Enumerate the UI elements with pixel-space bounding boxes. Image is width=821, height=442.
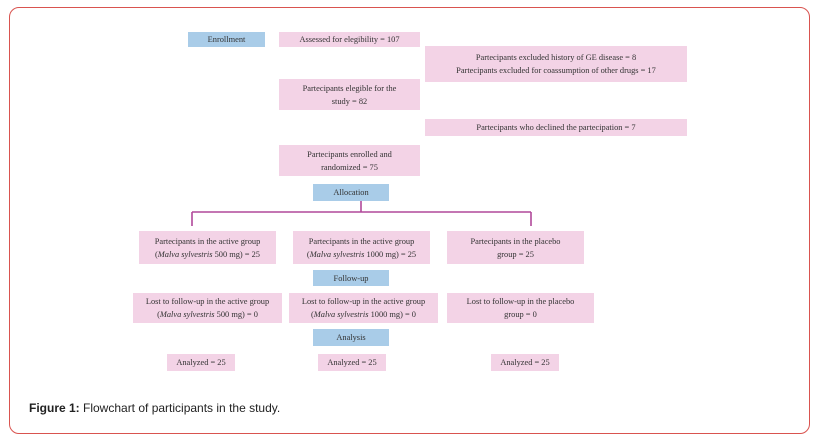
- species-name: Malva sylvestris: [157, 249, 213, 259]
- group-active-1000-line1: Partecipants in the active group: [308, 236, 415, 246]
- declined-box: Partecipants who declined the partecipat…: [425, 119, 687, 136]
- species-name: Malva sylvestris: [159, 310, 215, 319]
- eligible-line1: Partecipants elegible for the: [302, 83, 397, 93]
- lost-active-500-line1: Lost to follow-up in the active group: [145, 297, 270, 306]
- enrolled-box: Partecipants enrolled and randomized = 7…: [279, 145, 420, 176]
- group-active-1000-line2: (Malva sylvestris 1000 mg) = 25: [306, 249, 417, 259]
- exclusion-box: Partecipants excluded history of GE dise…: [425, 46, 687, 82]
- lost-placebo-line1: Lost to follow-up in the placebo: [466, 297, 575, 306]
- species-name: Malva sylvestris: [313, 310, 369, 319]
- figure-caption: Figure 1: Flowchart of participants in t…: [29, 401, 280, 415]
- group-placebo-line1: Partecipants in the placebo: [470, 236, 561, 246]
- lost-placebo-box: Lost to follow-up in the placebo group =…: [447, 293, 594, 323]
- eligible-line2: study = 82: [331, 96, 368, 106]
- lost-active-1000-line1: Lost to follow-up in the active group: [301, 297, 426, 306]
- allocation-label: Allocation: [313, 184, 389, 201]
- group-placebo-box: Partecipants in the placebo group = 25: [447, 231, 584, 264]
- enrolled-line1: Partecipants enrolled and: [307, 149, 392, 159]
- analysis-label: Analysis: [313, 329, 389, 346]
- caption-text: Flowchart of participants in the study.: [79, 401, 281, 415]
- group-active-500-box: Partecipants in the active group (Malva …: [139, 231, 276, 264]
- lost-placebo-line2: group = 0: [504, 310, 537, 319]
- lost-active-500-box: Lost to follow-up in the active group (M…: [133, 293, 282, 323]
- group-active-500-line2: (Malva sylvestris 500 mg) = 25: [155, 249, 260, 259]
- figure-frame: [9, 7, 810, 434]
- analyzed-active-500-box: Analyzed = 25: [167, 354, 235, 371]
- assessed-box: Assessed for elegibility = 107: [279, 32, 420, 47]
- excluded-ge-text: Partecipants excluded history of GE dise…: [475, 53, 637, 62]
- eligible-box: Partecipants elegible for the study = 82: [279, 79, 420, 110]
- species-name: Malva sylvestris: [309, 249, 365, 259]
- lost-active-1000-line2: (Malva sylvestris 1000 mg) = 0: [311, 310, 416, 319]
- analyzed-placebo-box: Analyzed = 25: [491, 354, 559, 371]
- enrolled-line2: randomized = 75: [321, 162, 378, 172]
- group-placebo-line2: group = 25: [497, 249, 534, 259]
- excluded-drugs-text: Partecipants excluded for coassumption o…: [456, 66, 656, 75]
- enrollment-label: Enrollment: [188, 32, 265, 47]
- analyzed-active-1000-box: Analyzed = 25: [318, 354, 386, 371]
- lost-active-500-line2: (Malva sylvestris 500 mg) = 0: [157, 310, 258, 319]
- followup-label: Follow-up: [313, 270, 389, 286]
- lost-active-1000-box: Lost to follow-up in the active group (M…: [289, 293, 438, 323]
- group-active-1000-box: Partecipants in the active group (Malva …: [293, 231, 430, 264]
- caption-label: Figure 1:: [29, 401, 80, 415]
- group-active-500-line1: Partecipants in the active group: [154, 236, 261, 246]
